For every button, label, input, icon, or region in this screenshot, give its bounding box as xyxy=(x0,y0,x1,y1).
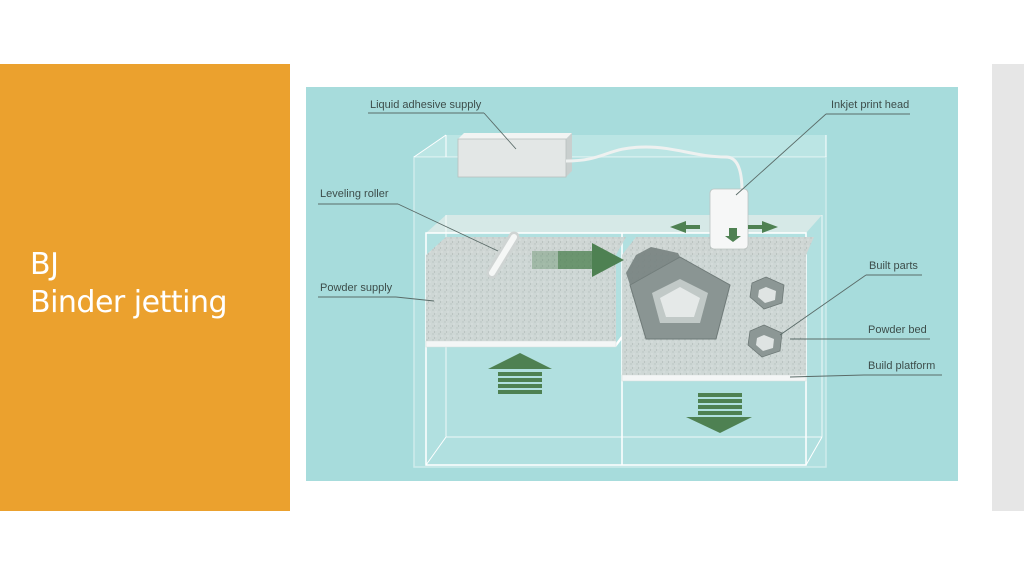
powder-supply-bed xyxy=(425,237,626,348)
supply-up-arrow xyxy=(488,353,552,394)
built-part-small-bottom xyxy=(747,324,783,358)
title-panel xyxy=(0,64,290,511)
label-inkjet-print-head: Inkjet print head xyxy=(831,99,909,111)
inkjet-print-head xyxy=(670,188,778,250)
diagram-svg: Liquid adhesive supply Inkjet print head… xyxy=(306,87,958,481)
slide-title: BJ Binder jetting xyxy=(30,246,228,322)
label-build-platform: Build platform xyxy=(868,360,935,372)
built-part-large xyxy=(626,247,731,340)
built-part-small-top xyxy=(749,276,785,310)
scroll-side-bar xyxy=(992,64,1024,511)
label-liquid-adhesive-supply: Liquid adhesive supply xyxy=(370,99,482,111)
slide-title-line1: BJ xyxy=(30,247,59,282)
label-built-parts: Built parts xyxy=(869,260,918,272)
adhesive-tube xyxy=(565,145,744,192)
liquid-adhesive-supply xyxy=(457,133,572,178)
label-leveling-roller: Leveling roller xyxy=(320,188,389,200)
label-powder-bed: Powder bed xyxy=(868,324,927,336)
binder-jetting-diagram: Liquid adhesive supply Inkjet print head… xyxy=(306,87,958,481)
leveling-roller xyxy=(486,231,520,279)
leader-lines xyxy=(318,112,942,378)
platform-down-arrow xyxy=(686,393,752,433)
spread-direction-arrow xyxy=(532,243,624,277)
label-powder-supply: Powder supply xyxy=(320,282,393,294)
slide-title-line2: Binder jetting xyxy=(30,285,228,320)
